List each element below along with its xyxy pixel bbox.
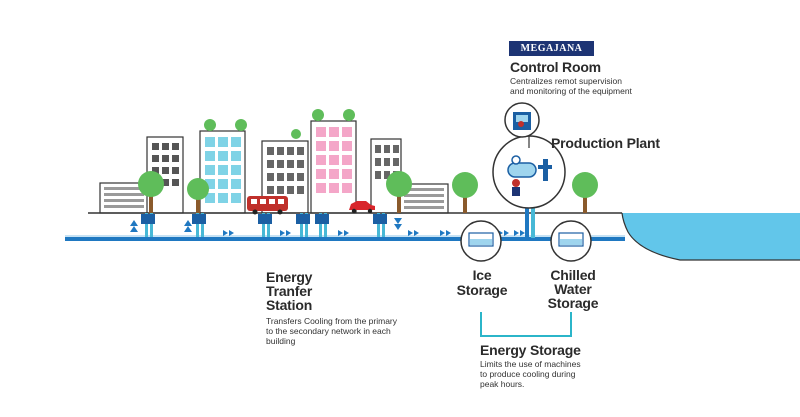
sea-water — [622, 213, 800, 260]
right-arrow-icon — [280, 230, 291, 236]
chilled-storage-label-1: Chilled — [550, 267, 596, 283]
right-arrow-icon — [408, 230, 419, 236]
energy-transfer-title-3: Station — [266, 297, 313, 313]
transfer-unit-6 — [373, 213, 387, 237]
down-arrow-icon — [394, 218, 402, 230]
street-trees — [138, 171, 598, 213]
transfer-unit-4 — [296, 213, 310, 237]
ice-storage-tank — [460, 220, 502, 262]
energy-transfer-title-2: Tranfer — [266, 283, 313, 299]
tree-4 — [452, 172, 478, 213]
chilled-water-tank — [550, 220, 592, 262]
tree-5 — [572, 172, 598, 213]
production-plant — [492, 135, 566, 209]
tree-3 — [386, 171, 412, 213]
energy-storage-desc-3: peak hours. — [480, 379, 525, 389]
transfer-unit-5 — [315, 213, 329, 237]
flow-arrows — [130, 218, 525, 236]
up-arrow-icon — [184, 220, 192, 232]
chilled-storage-label-3: Storage — [547, 295, 599, 311]
energy-transfer-desc-1: Transfers Cooling from the primary — [266, 316, 398, 326]
control-room-desc-2: and monitoring of the equipment — [510, 86, 632, 96]
brand-logo: MEGAJANA — [509, 41, 594, 56]
up-arrow-icon — [130, 220, 138, 232]
rooftop-trees — [204, 109, 355, 139]
energy-storage-bracket — [480, 312, 572, 337]
energy-transfer-title-1: Energy — [266, 269, 313, 285]
energy-storage-desc-1: Limits the use of machines — [480, 359, 581, 369]
right-arrow-icon — [498, 230, 509, 236]
right-arrow-icon — [440, 230, 451, 236]
ice-storage-label-1: Ice — [472, 267, 492, 283]
production-plant-title: Production Plant — [551, 135, 660, 151]
energy-transfer-desc-3: building — [266, 336, 296, 346]
tree-1 — [138, 171, 164, 213]
energy-storage-title: Energy Storage — [480, 342, 581, 358]
primary-pipe — [65, 235, 625, 241]
car — [349, 201, 375, 214]
control-room-title: Control Room — [510, 59, 601, 75]
ice-storage-label-2: Storage — [456, 282, 508, 298]
transfer-unit-1 — [141, 213, 155, 237]
bus — [247, 196, 288, 215]
plant-riser-pipes — [525, 196, 535, 238]
operator-icon — [518, 121, 524, 127]
transfer-unit-2 — [192, 213, 206, 237]
chilled-storage-label-2: Water — [554, 281, 592, 297]
control-room-desc-1: Centralizes remot supervision — [510, 76, 622, 86]
control-room — [504, 102, 540, 148]
right-arrow-icon — [514, 230, 525, 236]
right-arrow-icon — [338, 230, 349, 236]
energy-transfer-units — [141, 213, 387, 237]
worker-icon — [512, 179, 520, 196]
tree-2 — [187, 178, 209, 213]
energy-storage-desc-2: to produce cooling during — [480, 369, 576, 379]
transfer-unit-3 — [258, 213, 272, 237]
right-arrow-icon — [223, 230, 234, 236]
energy-transfer-desc-2: to the secondary network in each — [266, 326, 391, 336]
